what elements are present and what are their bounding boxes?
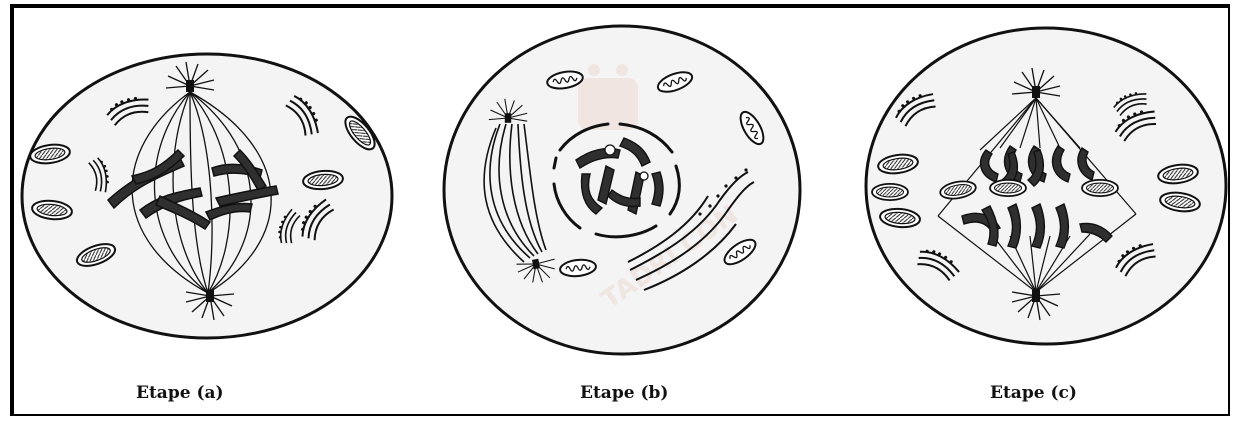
mitochondrion-icon — [990, 180, 1026, 196]
cell-b: TADRI CON — [444, 26, 800, 354]
cell-c — [866, 28, 1226, 344]
mitochondrion-icon — [1082, 180, 1118, 196]
stage-c-caption: Etape (c) — [990, 383, 1077, 403]
cell-a — [22, 54, 392, 338]
mitochondrion-icon — [872, 184, 908, 200]
nucleolus-icon — [640, 172, 648, 180]
stage-b-caption: Etape (b) — [580, 383, 668, 403]
stage-a-caption: Etape (a) — [136, 383, 224, 403]
nucleolus-icon — [605, 145, 615, 155]
